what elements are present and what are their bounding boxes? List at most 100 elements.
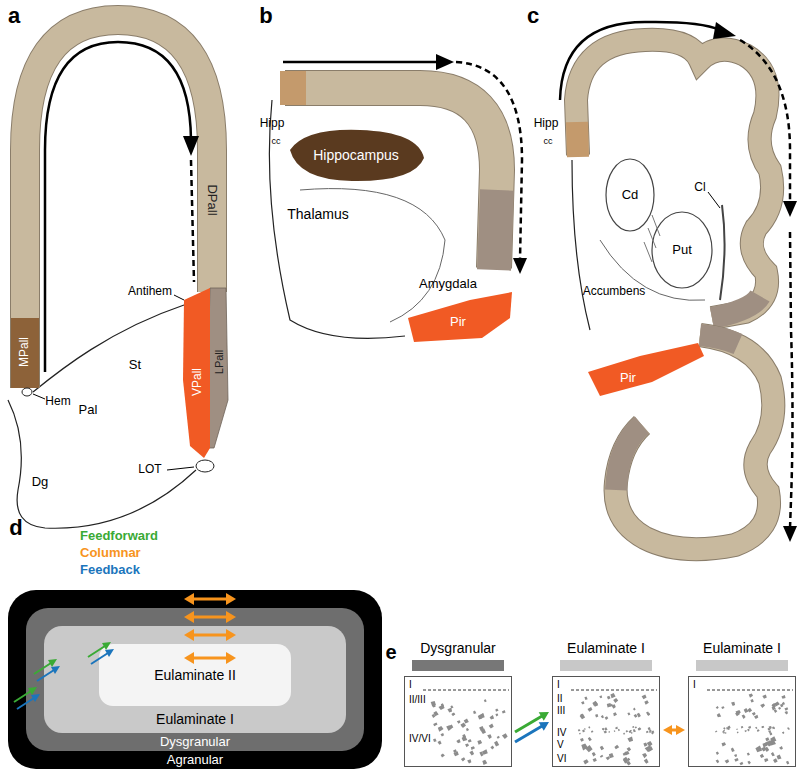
label-holder: Thalamus [287,207,348,222]
neuron-dot [626,730,629,733]
neuron-dot [723,727,725,729]
neuron-dot [461,757,465,761]
neuron-dot [593,758,597,762]
polygon-shape [436,54,454,70]
polygon-shape [28,687,37,695]
layer-label: I [408,679,413,690]
neuron-dot [599,695,602,698]
polygon-shape [184,593,194,605]
layer-label: III [556,705,566,716]
connector-line [515,726,542,742]
region-label: Pal [79,403,98,417]
polygon-shape [226,611,236,623]
legend-entry: Feedback [80,560,140,578]
neuron-dot [584,696,587,700]
path-shape [720,205,725,300]
legend-entry: Columnar [80,543,141,561]
neuron-dot [495,709,498,712]
neuron-dot [600,746,604,751]
region-label: Pir [450,315,466,329]
neuron-dot [784,707,788,711]
layer-box: III/IIIIV/VI [404,676,512,767]
neuron-dot [762,726,764,728]
neuron-dot [647,746,653,752]
neuron-dot [637,713,641,718]
neuron-dot [601,715,604,718]
label-holder: a [8,4,20,28]
region-name: Dysgranular [160,733,230,751]
neuron-dot [646,711,650,715]
layer-label: IV/VI [408,733,432,744]
label-holder: e [385,641,396,663]
neuron-dot [462,736,468,742]
arrow-head [539,712,549,721]
cortex-region: Eulaminate II [99,644,291,706]
cell-texture [405,677,511,766]
region-label: cc [272,137,281,147]
neuron-dot [785,711,789,714]
region-label: Cl [694,181,705,194]
neuron-dot [769,733,772,736]
neuron-dot [734,754,737,757]
polygon-shape [184,652,194,664]
neuron-dot [468,739,472,743]
path-shape [14,646,105,702]
label-holder: Cl [694,181,705,194]
neuron-dot [461,724,464,727]
polygon-shape [184,629,194,641]
path-shape [290,130,424,181]
neuron-dot [764,758,768,762]
neuron-dot [638,727,641,730]
neuron-dot [777,755,782,760]
neuron-dot [484,699,487,702]
neuron-dot [480,713,483,717]
neuron-dot [465,743,469,747]
region-name: Agranular [167,751,223,769]
legend-entry: Feedforward [80,526,158,544]
region-label: Dg [32,475,49,489]
neuron-dot [580,714,586,720]
region-label: Thalamus [287,207,348,222]
neuron-dot [644,759,649,764]
path-shape [560,22,720,100]
neuron-dot [602,728,604,730]
neuron-dot [648,727,651,730]
neuron-dot [741,726,744,728]
feedforward-arrows [14,642,111,702]
neuron-dot [610,693,615,698]
polygon-shape [51,666,60,674]
neuron-dot [634,714,638,718]
neuron-dot [778,707,781,710]
neuron-dot [769,726,772,729]
path-shape [576,40,772,318]
label-holder: Cd [622,188,639,202]
label-holder: Antihem [128,285,172,298]
neuron-dot [768,730,771,733]
neuron-dot [721,706,724,709]
label-holder: d [9,516,22,540]
neuron-dot [782,732,784,734]
ellipse-shape [196,460,214,472]
label-holder: Pir [450,315,466,329]
neuron-dot [595,714,598,717]
cortex-region: Eulaminate IEulaminate II [44,626,346,733]
neuron-dot [441,754,445,758]
neuron-dot [781,695,785,699]
neuron-dot [748,726,751,729]
neuron-dot [583,759,588,764]
neuron-dot [744,730,747,732]
polygon-shape [183,136,199,156]
neuron-dot [765,737,769,741]
path-shape [283,61,438,64]
label-holder: VPall [191,368,204,396]
neuron-dot [625,751,630,756]
neuron-dot [482,749,488,755]
neuron-dot [772,703,776,707]
path-shape [790,232,793,528]
laminar-column: Eulaminate II [688,640,796,767]
polygon-shape [783,526,797,542]
layer-box: IIIIIIIVVVI [552,676,660,767]
neuron-dot [600,755,603,758]
neuron-dot [633,729,636,732]
neuron-dot [614,730,616,732]
